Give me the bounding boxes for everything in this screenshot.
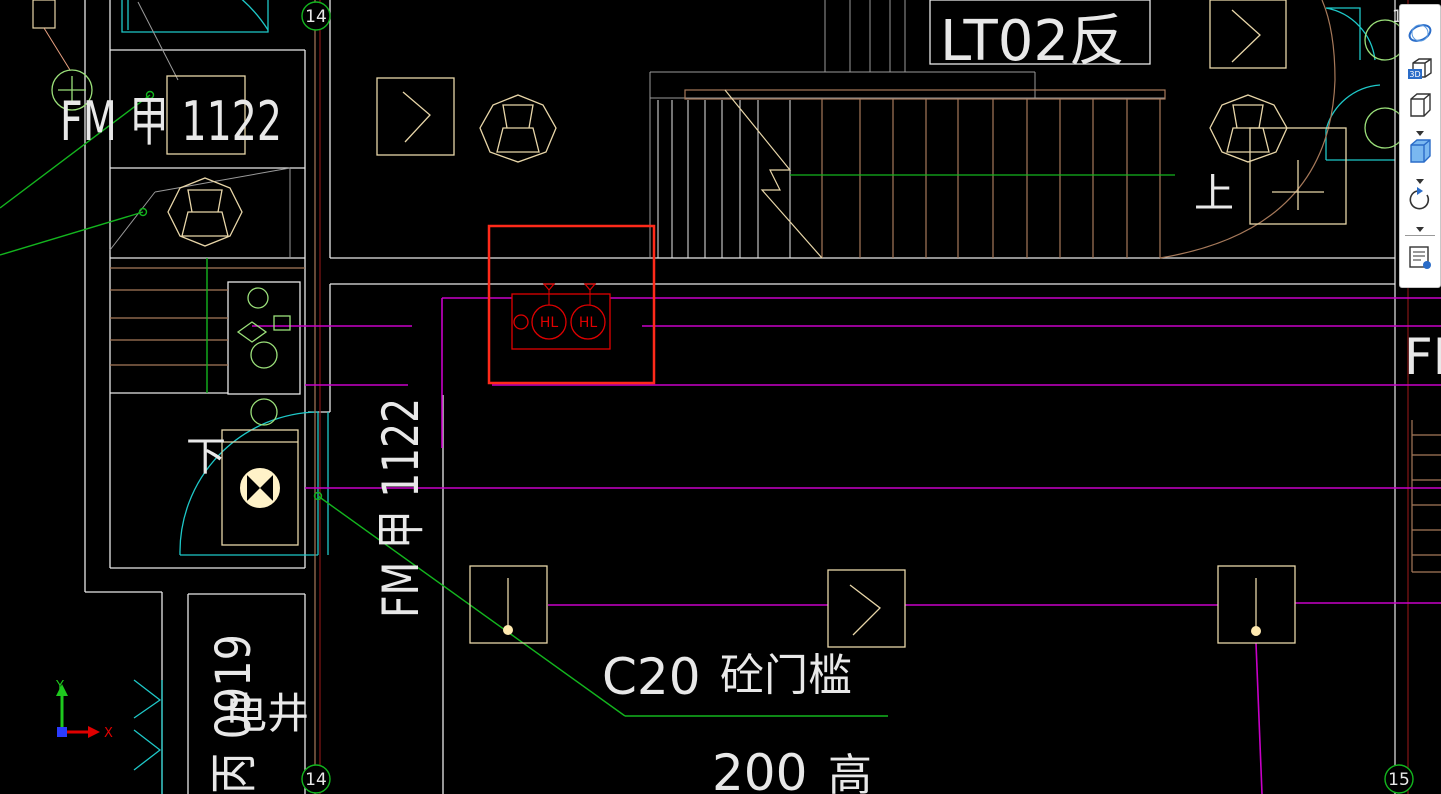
- orbit-icon[interactable]: [1405, 19, 1435, 47]
- svg-text:15: 15: [1388, 770, 1410, 790]
- ucs-icon: Y X: [55, 679, 113, 741]
- grid-bubble-top-14: 14: [301, 1, 331, 31]
- svg-text:14: 14: [305, 770, 327, 790]
- light-green-devices: [51, 19, 1406, 426]
- label-shaft: 电井: [225, 689, 309, 738]
- view-3d-icon[interactable]: 3D: [1405, 55, 1435, 83]
- label-fm-vertical: FM 甲 1122: [372, 398, 430, 618]
- label-down: 下: [186, 434, 226, 480]
- label-bing: 丙 0919: [206, 634, 262, 794]
- staircase: [684, 0, 1336, 259]
- visual-style-icon[interactable]: [1405, 137, 1435, 165]
- label-c20: C20: [602, 648, 701, 706]
- label-fm-right: FM: [1404, 328, 1441, 386]
- navigation-toolbar: 3D: [1399, 4, 1441, 288]
- rotate-icon[interactable]: [1405, 185, 1435, 213]
- grid-bubble-bottom-15: 15: [1384, 764, 1414, 794]
- label-up: 上: [1194, 171, 1234, 217]
- view-cube-icon[interactable]: [1405, 91, 1435, 119]
- selected-device[interactable]: HL HL: [487, 224, 656, 385]
- door-arcs: [121, 0, 1395, 794]
- ucs-x-label: X: [104, 726, 113, 741]
- label-lt02: LT02反: [940, 9, 1125, 74]
- label-fm-left: FM 甲 1122: [60, 90, 282, 153]
- toolbar-divider: [1405, 235, 1435, 236]
- wall-lines: [84, 0, 1395, 794]
- svg-text:3D: 3D: [1409, 70, 1420, 79]
- tan-devices: [166, 0, 1347, 648]
- grid-bubble-bottom-14: 14: [301, 764, 331, 794]
- hl-label-2: HL: [579, 315, 598, 331]
- label-200: 200: [712, 744, 807, 794]
- conduits: [252, 297, 1441, 794]
- ucs-y-label: Y: [55, 679, 64, 694]
- chevron-down-icon[interactable]: [1414, 219, 1426, 232]
- chevron-down-icon[interactable]: [1414, 171, 1426, 184]
- chevron-down-icon[interactable]: [1414, 123, 1426, 136]
- label-threshold: 砼门槛: [720, 650, 852, 701]
- properties-icon[interactable]: [1405, 243, 1435, 271]
- wiring: [0, 90, 888, 717]
- label-high: 高: [828, 750, 872, 794]
- emergency-light-icon: [240, 468, 280, 508]
- svg-text:14: 14: [305, 7, 327, 27]
- hl-label-1: HL: [540, 315, 559, 331]
- grid-label-top-right: 1: [1392, 7, 1403, 27]
